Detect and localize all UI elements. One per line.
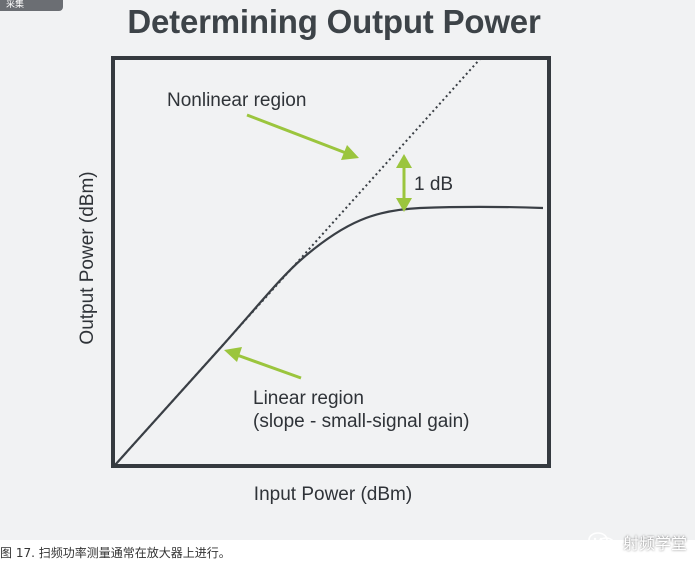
compression-label: 1 dB [414, 174, 453, 195]
nonlinear-pointer-arrow [246, 113, 359, 160]
compression-double-arrow [396, 154, 412, 212]
output-power-curve [115, 205, 544, 465]
x-axis-label: Input Power (dBm) [254, 484, 412, 505]
plot-frame [111, 56, 551, 468]
figure-caption: 图 17. 扫频功率测量通常在放大器上进行。 [0, 546, 231, 560]
watermark: 射频学堂 [587, 530, 687, 554]
y-axis-label: Output Power (dBm) [77, 171, 98, 344]
figure-title: Determining Output Power [127, 3, 541, 40]
corner-tag[interactable]: 采集 [0, 0, 63, 11]
figure-panel [0, 0, 695, 540]
linear-region-sublabel: (slope - small-signal gain) [253, 411, 469, 432]
watermark-text: 射频学堂 [622, 534, 687, 553]
diagram: Nonlinear region 1 dB Linear region (slo… [77, 56, 551, 505]
caption-row: 图 17. 扫频功率测量通常在放大器上进行。 [0, 540, 695, 570]
wechat-icon [588, 532, 615, 551]
linear-pointer-arrow [224, 347, 302, 380]
nonlinear-region-label: Nonlinear region [167, 90, 306, 111]
linear-region-label: Linear region [253, 388, 364, 409]
